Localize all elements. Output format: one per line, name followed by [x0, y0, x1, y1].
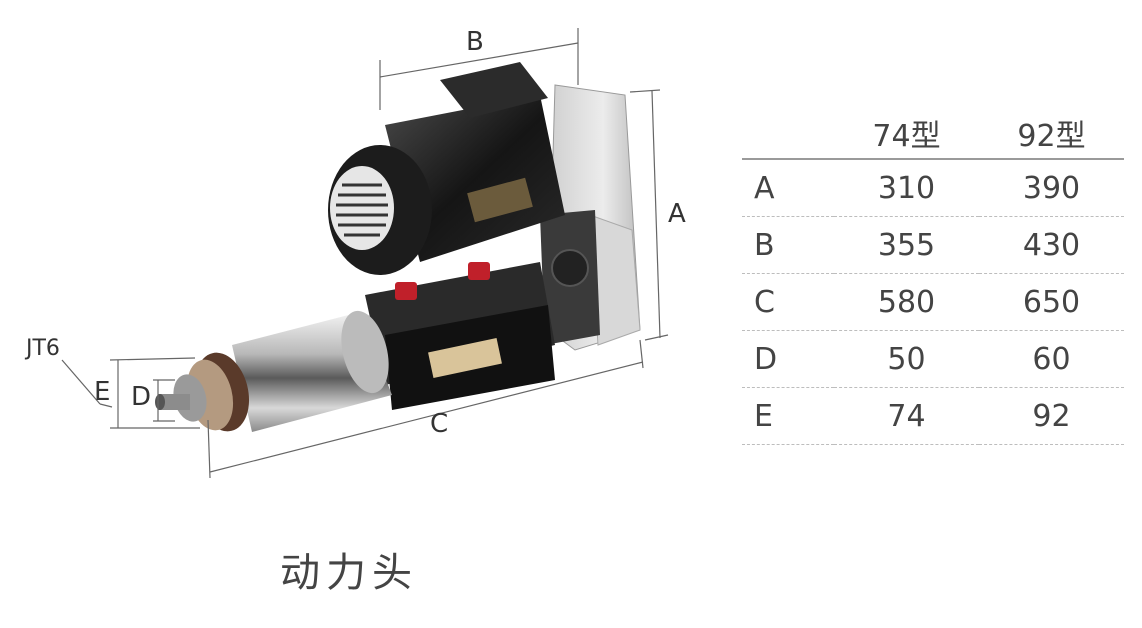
- caption: 动力头: [280, 550, 418, 596]
- table-row: E 74 92: [742, 387, 1124, 445]
- dim-label-d: D: [131, 382, 151, 412]
- dim-label-c: C: [430, 409, 448, 439]
- row-label: D: [742, 330, 834, 388]
- table-header-row: 74型 92型: [742, 108, 1124, 160]
- cell-value: 50: [834, 330, 979, 388]
- spec-table: 74型 92型 A 310 390 B 355 430 C 580 650 D …: [742, 108, 1124, 445]
- table-corner: [742, 108, 834, 160]
- taper-label: JT6: [24, 336, 60, 361]
- dimension-lines: [61, 28, 669, 479]
- row-label: E: [742, 387, 834, 445]
- cell-value: 430: [979, 216, 1124, 274]
- cell-value: 92: [979, 387, 1124, 445]
- cell-value: 60: [979, 330, 1124, 388]
- dim-label-e: E: [94, 377, 110, 407]
- dim-label-a: A: [668, 199, 686, 229]
- cell-value: 650: [979, 273, 1124, 331]
- cell-value: 355: [834, 216, 979, 274]
- column-header-74: 74型: [834, 108, 979, 160]
- table-row: A 310 390: [742, 159, 1124, 217]
- column-header-92: 92型: [979, 108, 1124, 160]
- power-head-machine: [155, 62, 641, 432]
- row-label: B: [742, 216, 834, 274]
- dim-label-b: B: [466, 27, 484, 57]
- cell-value: 310: [834, 159, 979, 217]
- table-row: B 355 430: [742, 216, 1124, 274]
- row-label: C: [742, 273, 834, 331]
- cell-value: 580: [834, 273, 979, 331]
- cell-value: 390: [979, 159, 1124, 217]
- table-row: C 580 650: [742, 273, 1124, 331]
- row-label: A: [742, 159, 834, 217]
- cell-value: 74: [834, 387, 979, 445]
- table-row: D 50 60: [742, 330, 1124, 388]
